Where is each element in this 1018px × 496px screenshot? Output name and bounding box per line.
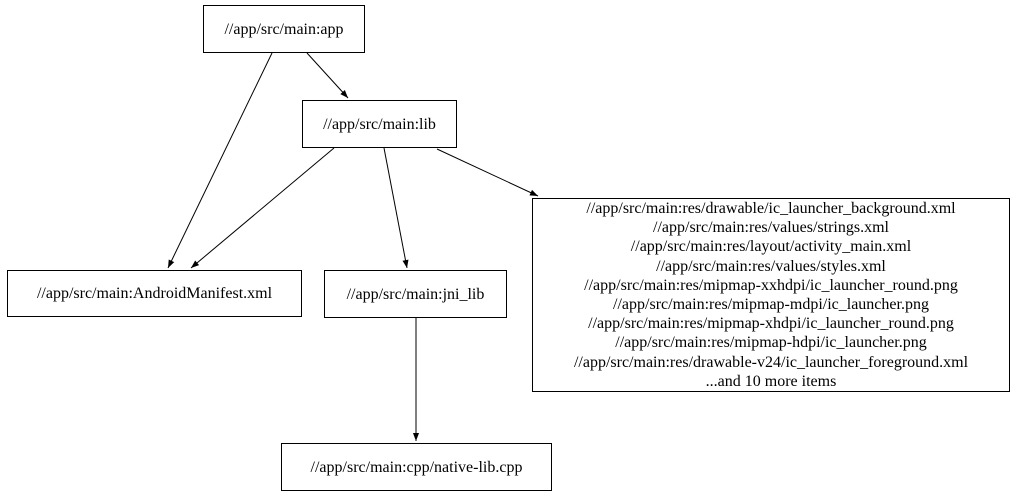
res-group-line: //app/src/main:res/mipmap-hdpi/ic_launch…: [615, 334, 927, 352]
edge-lib-to-res-group: [436, 148, 539, 197]
edge-lib-to-jni-lib: [383, 147, 409, 269]
res-group-line: //app/src/main:res/mipmap-xxhdpi/ic_laun…: [584, 276, 958, 294]
node-lib-label: //app/src/main:lib: [323, 115, 436, 133]
edge-app-to-lib: [306, 52, 349, 99]
node-native-lib-cpp: //app/src/main:cpp/native-lib.cpp: [281, 443, 552, 491]
res-group-line: //app/src/main:res/drawable/ic_launcher_…: [586, 199, 956, 217]
node-android-manifest-label: //app/src/main:AndroidManifest.xml: [36, 285, 273, 302]
res-group-more-items: ...and 10 more items: [705, 372, 837, 390]
node-app-label: //app/src/main:app: [224, 20, 344, 38]
res-group-line: //app/src/main:res/values/styles.xml: [656, 257, 886, 275]
node-native-lib-cpp-label: //app/src/main:cpp/native-lib.cpp: [310, 458, 523, 476]
node-res-group: //app/src/main:res/drawable/ic_launcher_…: [532, 198, 1010, 392]
node-app: //app/src/main:app: [203, 5, 365, 53]
res-group-line: //app/src/main:res/values/strings.xml: [653, 219, 889, 237]
res-group-line: //app/src/main:res/mipmap-xhdpi/ic_launc…: [588, 315, 954, 333]
edge-app-to-manifest: [167, 52, 273, 269]
res-group-line: //app/src/main:res/layout/activity_main.…: [630, 238, 912, 256]
node-lib: //app/src/main:lib: [302, 100, 457, 148]
edge-lib-to-manifest: [190, 147, 335, 269]
node-jni-lib: //app/src/main:jni_lib: [324, 270, 507, 318]
node-jni-lib-label: //app/src/main:jni_lib: [346, 285, 485, 303]
res-group-line: //app/src/main:res/drawable-v24/ic_launc…: [573, 353, 969, 371]
res-group-line: //app/src/main:res/mipmap-mdpi/ic_launch…: [613, 296, 929, 313]
node-android-manifest: //app/src/main:AndroidManifest.xml: [7, 270, 302, 317]
